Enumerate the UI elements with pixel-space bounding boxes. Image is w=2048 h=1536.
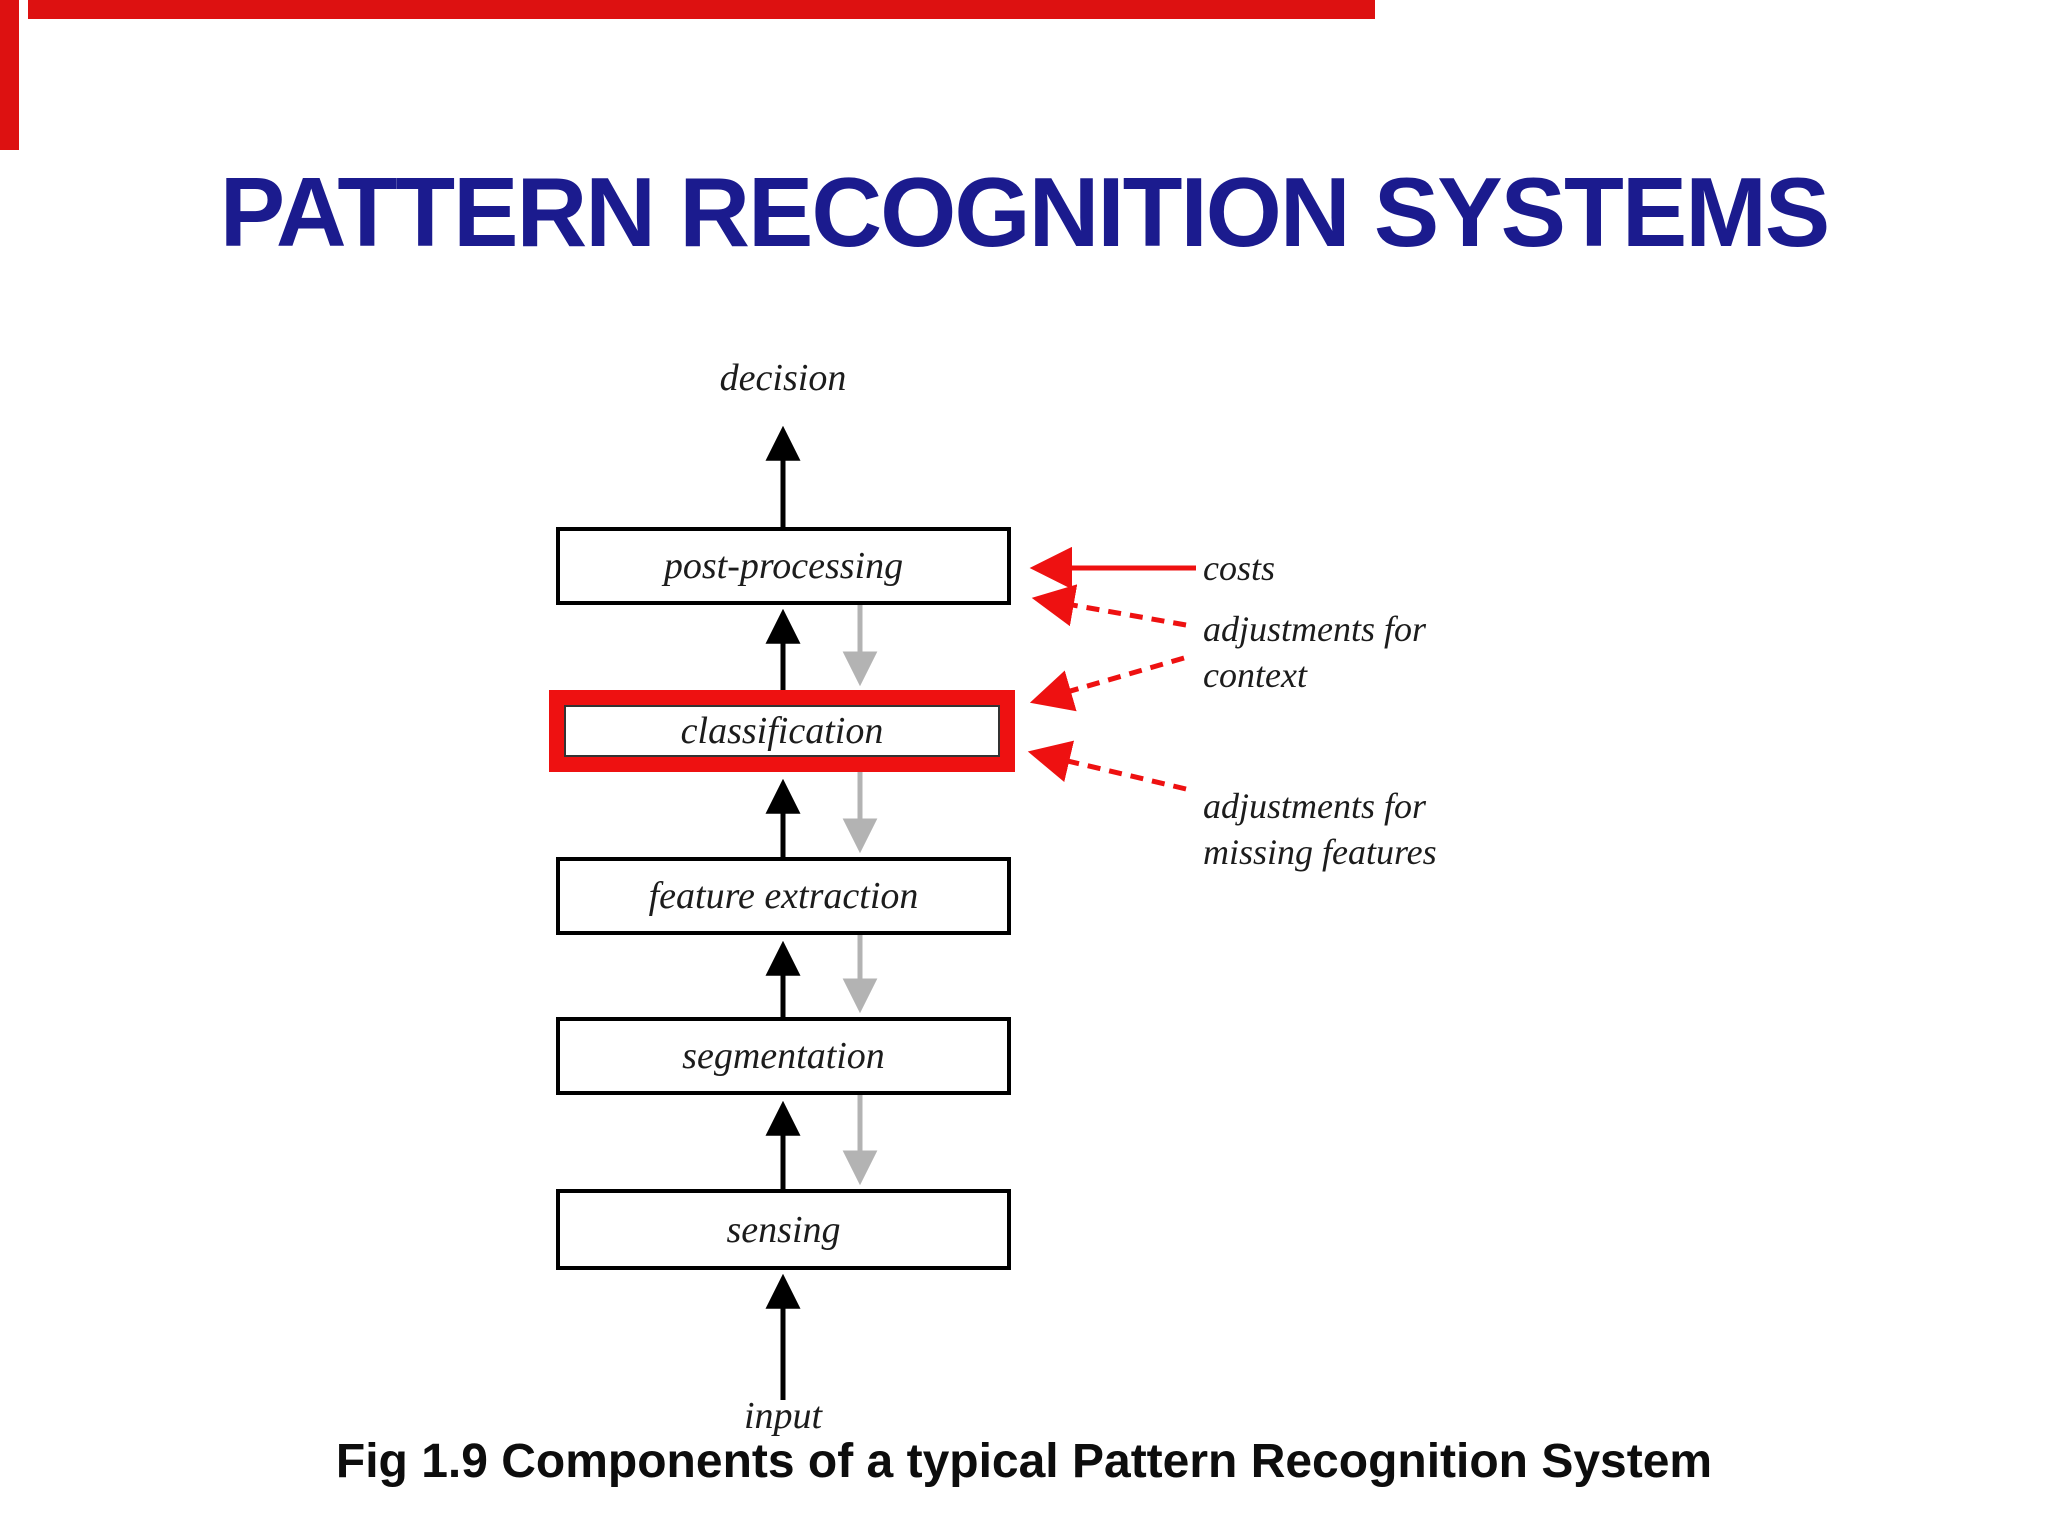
decision-label: decision: [719, 357, 847, 399]
slide-title: PATTERN RECOGNITION SYSTEMS: [219, 157, 1830, 267]
box-sensing: sensing: [556, 1189, 1011, 1270]
box-classification-label: classification: [680, 710, 884, 752]
box-sensing-label: sensing: [726, 1208, 841, 1251]
box-feature-extraction: feature extraction: [556, 857, 1011, 935]
box-post-processing: post-processing: [556, 527, 1011, 605]
box-post-processing-label: post-processing: [663, 545, 904, 587]
box-segmentation: segmentation: [556, 1017, 1011, 1095]
box-feature-extraction-label: feature extraction: [648, 875, 919, 917]
annotation-adjustments-context-line2: context: [1203, 655, 1307, 695]
box-segmentation-label: segmentation: [682, 1035, 885, 1077]
figure-caption: Fig 1.9 Components of a typical Pattern …: [335, 1435, 1713, 1488]
arrow-context-to-classification: [1029, 655, 1185, 712]
arrow-context-to-postprocessing: [1031, 584, 1187, 628]
arrow-missingfeatures-to-classification: [1027, 740, 1187, 792]
annotation-arrows: [1027, 546, 1196, 792]
frame-artifact-left-bar: [0, 0, 19, 150]
frame-artifact-top-bar: [28, 0, 1375, 19]
annotation-adjustments-context-label: adjustments for context: [1203, 606, 1426, 698]
annotation-adjustments-context-line1: adjustments for: [1203, 609, 1427, 649]
box-classification-inner-border: classification: [564, 705, 1000, 757]
annotation-costs-label: costs: [1203, 548, 1275, 588]
annotation-adjustments-missing-features-label: adjustments for missing features: [1203, 783, 1437, 875]
box-classification-highlighted: classification: [549, 690, 1015, 772]
annotation-adjustments-missing-line1: adjustments for: [1203, 786, 1427, 826]
annotation-adjustments-missing-line2: missing features: [1203, 832, 1437, 872]
input-label: input: [743, 1395, 823, 1437]
